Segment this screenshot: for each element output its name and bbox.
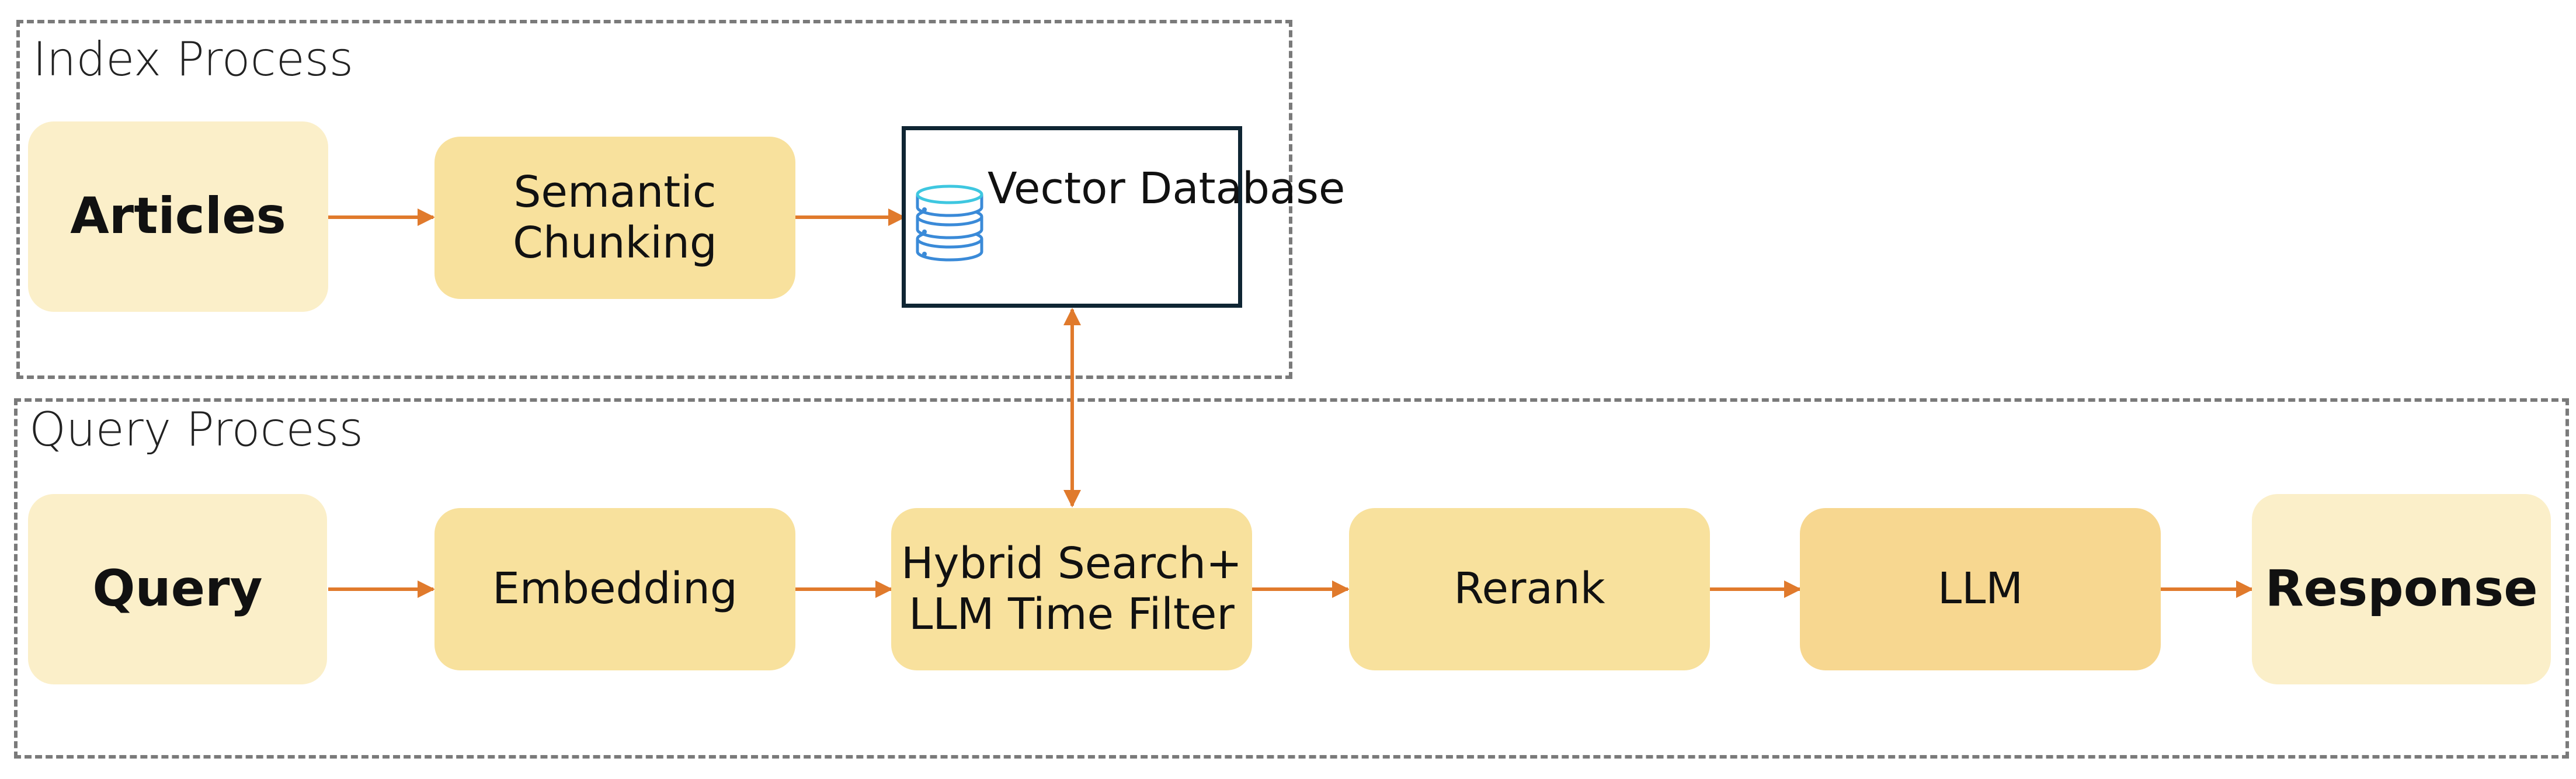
query-label: Query bbox=[92, 559, 263, 618]
database-icon bbox=[916, 185, 983, 262]
query-process-label: Query Process bbox=[29, 402, 364, 457]
semantic-chunking-label-line2: Chunking bbox=[513, 218, 717, 268]
vector-database-label-line2: Database bbox=[1139, 164, 1346, 214]
hybrid-search-node: Hybrid Search+ LLM Time Filter bbox=[891, 508, 1252, 670]
hybrid-search-label-line1: Hybrid Search+ bbox=[901, 538, 1243, 589]
index-process-label: Index Process bbox=[33, 32, 354, 86]
response-node: Response bbox=[2252, 494, 2551, 684]
index-process-group bbox=[16, 20, 1292, 379]
query-node: Query bbox=[28, 494, 327, 684]
embedding-label: Embedding bbox=[492, 564, 738, 614]
rerank-label: Rerank bbox=[1454, 564, 1605, 614]
response-label: Response bbox=[2265, 559, 2538, 618]
semantic-chunking-node: Semantic Chunking bbox=[434, 137, 795, 299]
articles-label: Articles bbox=[70, 187, 286, 246]
vector-database-node: Vector Database bbox=[902, 126, 1345, 308]
hybrid-search-label-line2: LLM Time Filter bbox=[909, 589, 1235, 639]
embedding-node: Embedding bbox=[434, 508, 795, 670]
semantic-chunking-label-line1: Semantic bbox=[513, 166, 717, 217]
query-process-group bbox=[14, 398, 2569, 759]
vector-database-label-line1: Vector bbox=[988, 164, 1125, 214]
llm-label: LLM bbox=[1937, 564, 2024, 614]
llm-node: LLM bbox=[1800, 508, 2161, 670]
articles-node: Articles bbox=[28, 121, 328, 312]
rerank-node: Rerank bbox=[1349, 508, 1710, 670]
